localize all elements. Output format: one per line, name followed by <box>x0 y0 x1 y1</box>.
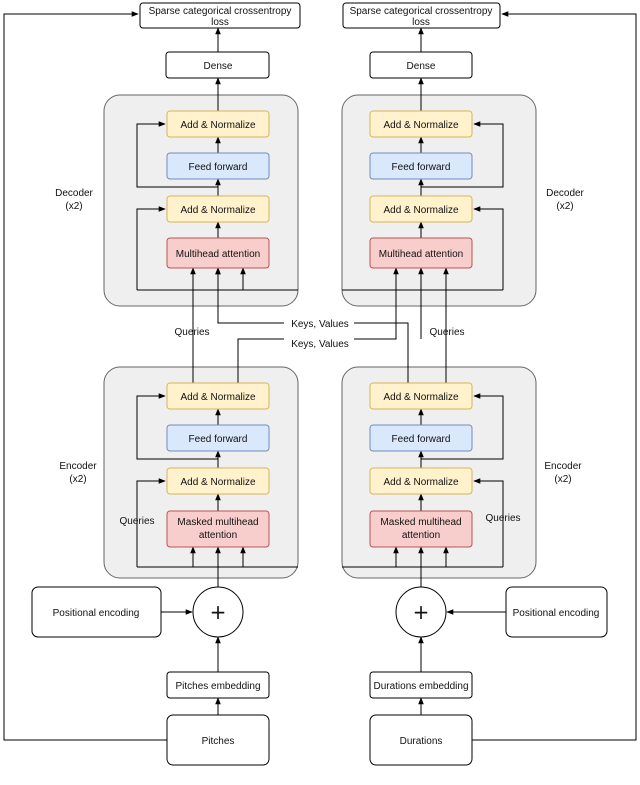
right-loss-node: Sparse categorical crossentropy loss <box>342 2 501 29</box>
left-encoder-queries: Queries <box>119 516 154 527</box>
left-encoder-attention-line2: attention <box>199 530 237 541</box>
left-input-node: Pitches <box>166 714 270 766</box>
right-embedding-label: Durations embedding <box>373 681 468 692</box>
left-decoder-label-line1: Decoder <box>55 188 93 199</box>
right-encoder-add-norm-top: Add & Normalize <box>369 382 473 410</box>
left-loss-line2: loss <box>211 17 229 28</box>
left-decoder-add-norm-top: Add & Normalize <box>166 110 270 138</box>
left-encoder-attention-line1: Masked multihead <box>177 517 258 528</box>
left-loss-node: Sparse categorical crossentropy loss <box>139 2 301 29</box>
right-dense-node: Dense <box>369 51 473 79</box>
left-plus-symbol: + <box>210 600 227 624</box>
keys-values-bottom-bg <box>284 337 354 349</box>
left-embedding-node: Pitches embedding <box>166 671 270 699</box>
right-plus-symbol: + <box>413 600 430 624</box>
right-decoder-add-norm-bottom-label: Add & Normalize <box>383 205 458 216</box>
right-encoder-attention-line2: attention <box>402 530 440 541</box>
keys-values-bottom: Keys, Values <box>291 339 349 350</box>
right-decoder-label-line2: (x2) <box>556 201 573 212</box>
right-decoder-label-line1: Decoder <box>546 188 584 199</box>
left-input-label: Pitches <box>202 736 235 747</box>
right-positional-node: Positional encoding <box>505 586 608 638</box>
right-encoder-queries: Queries <box>485 513 520 524</box>
right-embedding-node: Durations embedding <box>369 671 473 699</box>
keys-values-top: Keys, Values <box>291 319 349 330</box>
right-decoder-attention-label: Multihead attention <box>379 249 464 260</box>
left-decoder-attention: Multihead attention <box>166 237 270 269</box>
right-encoder-add-norm-bottom-label: Add & Normalize <box>383 477 458 488</box>
connectors <box>3 11 637 741</box>
right-encoder-label-line2: (x2) <box>554 474 571 485</box>
right-input-label: Durations <box>400 736 443 747</box>
right-dense-label: Dense <box>407 61 436 72</box>
right-encoder-feed-forward-label: Feed forward <box>392 434 451 445</box>
left-dense-label: Dense <box>204 61 233 72</box>
left-encoder-attention: Masked multihead attention <box>166 510 270 548</box>
left-decoder-add-norm-bottom-label: Add & Normalize <box>180 205 255 216</box>
left-dense-node: Dense <box>165 51 270 79</box>
left-decoder-label-line2: (x2) <box>65 201 82 212</box>
left-decoder-feed-forward-label: Feed forward <box>189 162 248 173</box>
left-plus-node: + <box>192 586 244 638</box>
left-encoder-add-norm-top-label: Add & Normalize <box>180 392 255 403</box>
left-encoder-add-norm-bottom: Add & Normalize <box>166 467 270 495</box>
left-positional-label: Positional encoding <box>53 608 140 619</box>
right-queries-between: Queries <box>429 327 464 338</box>
left-encoder-label-line2: (x2) <box>69 474 86 485</box>
left-loss-line1: Sparse categorical crossentropy <box>149 6 292 17</box>
left-encoder-add-norm-bottom-label: Add & Normalize <box>180 477 255 488</box>
left-queries-between: Queries <box>174 327 209 338</box>
left-decoder-add-norm-top-label: Add & Normalize <box>180 120 255 131</box>
right-loss-line2: loss <box>412 17 430 28</box>
right-encoder-add-norm-top-label: Add & Normalize <box>383 392 458 403</box>
right-plus-node: + <box>395 586 447 638</box>
left-encoder-label-line1: Encoder <box>59 461 97 472</box>
right-decoder-attention: Multihead attention <box>369 237 473 269</box>
right-decoder-add-norm-top: Add & Normalize <box>369 110 473 138</box>
right-loss-line1: Sparse categorical crossentropy <box>350 6 493 17</box>
left-positional-node: Positional encoding <box>31 586 162 638</box>
left-decoder-feed-forward: Feed forward <box>166 152 270 180</box>
left-decoder-attention-label: Multihead attention <box>176 249 261 260</box>
right-decoder-add-norm-top-label: Add & Normalize <box>383 120 458 131</box>
keys-values-top-bg <box>284 317 354 329</box>
right-decoder-add-norm-bottom: Add & Normalize <box>369 195 473 223</box>
left-decoder-add-norm-bottom: Add & Normalize <box>166 195 270 223</box>
right-decoder-feed-forward-label: Feed forward <box>392 162 451 173</box>
right-positional-label: Positional encoding <box>513 608 600 619</box>
left-encoder-feed-forward: Feed forward <box>166 424 270 452</box>
right-encoder-label-line1: Encoder <box>544 461 582 472</box>
right-encoder-attention-line1: Masked multihead <box>380 517 461 528</box>
left-embedding-label: Pitches embedding <box>175 681 260 692</box>
right-decoder-feed-forward: Feed forward <box>369 152 473 180</box>
right-encoder-add-norm-bottom: Add & Normalize <box>369 467 473 495</box>
right-encoder-attention: Masked multihead attention <box>369 510 473 548</box>
right-input-node: Durations <box>369 714 473 766</box>
left-encoder-add-norm-top: Add & Normalize <box>166 382 270 410</box>
right-encoder-feed-forward: Feed forward <box>369 424 473 452</box>
left-encoder-feed-forward-label: Feed forward <box>189 434 248 445</box>
